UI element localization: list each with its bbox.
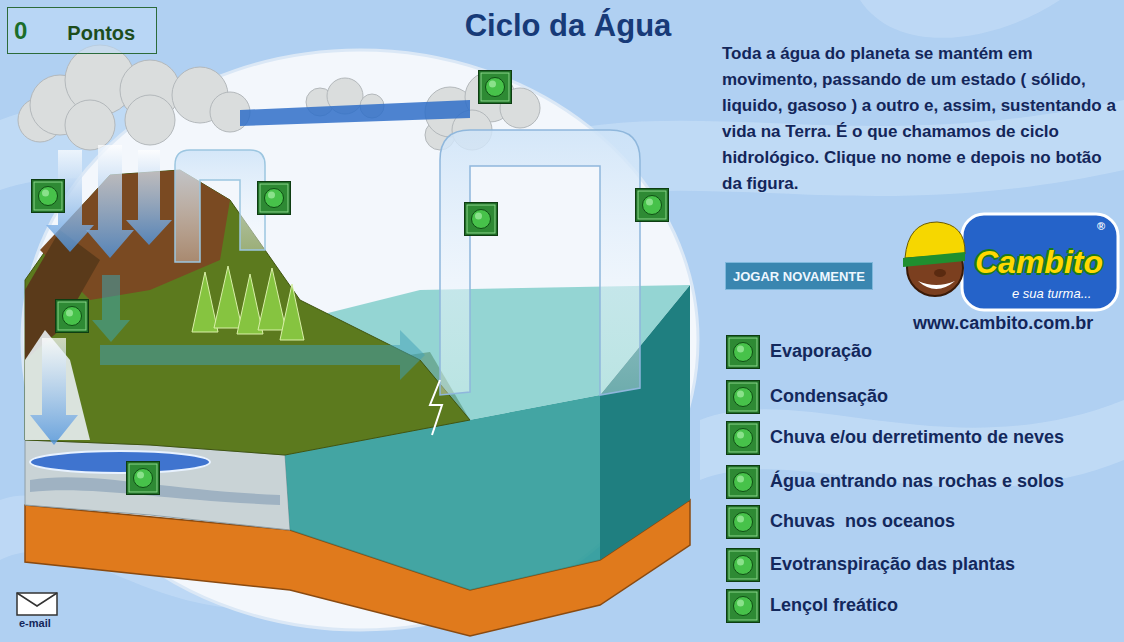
terrain-block	[192, 266, 304, 340]
figure-buttons	[56, 300, 89, 333]
figure-buttons	[32, 180, 65, 213]
answer-option: Água entrando nas rochas e solos	[770, 471, 1064, 492]
option-buttons	[727, 590, 760, 623]
registered-mark: ®	[1097, 220, 1105, 233]
cycle-arrows	[240, 100, 470, 126]
option-buttons	[727, 336, 760, 623]
logo	[918, 281, 955, 289]
email-icon	[17, 593, 57, 615]
clouds	[125, 95, 175, 145]
terrain-block	[192, 272, 218, 332]
email-label: e-mail	[19, 617, 51, 630]
figure-buttons	[465, 203, 498, 236]
logo-text: Cambito	[975, 244, 1103, 281]
cycle-arrows	[430, 380, 442, 435]
answer-option: Chuvas nos oceanos	[770, 511, 955, 532]
answer-option: Evotranspiração das plantas	[770, 554, 1015, 575]
answer-option: Condensação	[770, 386, 888, 407]
cycle-arrows	[126, 150, 172, 245]
figure-buttons	[479, 71, 512, 104]
logo	[934, 269, 946, 277]
replay-button: JOGAR NOVAMENTE	[725, 262, 873, 290]
cycle-arrows	[175, 150, 265, 262]
cycle-arrows	[30, 338, 78, 445]
clouds	[65, 100, 115, 150]
figure-buttons	[636, 189, 669, 222]
button-label: JOGAR NOVAMENTE	[733, 269, 865, 284]
answer-option: Chuva e/ou derretimento de neves	[770, 427, 1064, 448]
terrain-block	[30, 451, 210, 473]
page-title: Ciclo da Água	[465, 8, 672, 44]
logo	[962, 214, 1118, 310]
logo	[903, 252, 965, 267]
logo	[903, 214, 1118, 310]
instruction-text: Toda a água do planeta se mantém em movi…	[722, 41, 1118, 197]
terrain-block	[25, 440, 290, 530]
answer-option: Lençol freático	[770, 595, 898, 616]
terrain-block	[214, 266, 242, 328]
option-buttons	[727, 422, 760, 455]
website-url: www.cambito.com.br	[913, 313, 1093, 334]
score-value: 0	[14, 17, 27, 45]
logo-tagline: e sua turma...	[1012, 287, 1091, 302]
figure-buttons	[32, 71, 669, 495]
terrain-block	[258, 268, 286, 330]
email-icon	[17, 593, 57, 606]
cycle-arrows	[86, 145, 134, 258]
background	[860, 0, 1060, 38]
option-buttons	[727, 466, 760, 499]
email-icon	[17, 593, 57, 615]
figure-buttons	[127, 462, 160, 495]
answer-option: Evaporação	[770, 341, 872, 362]
option-buttons	[727, 549, 760, 582]
logo	[905, 222, 965, 258]
score-label: Pontos	[67, 22, 135, 45]
terrain-block	[280, 284, 304, 340]
cycle-arrows	[30, 100, 640, 445]
score-box: 0 Pontos	[7, 7, 157, 54]
figure-buttons	[258, 182, 291, 215]
cycle-arrows	[92, 275, 130, 342]
option-buttons	[727, 381, 760, 414]
cycle-arrows	[440, 130, 640, 395]
cycle-arrows	[100, 330, 425, 380]
option-buttons	[727, 336, 760, 369]
option-buttons	[727, 506, 760, 539]
